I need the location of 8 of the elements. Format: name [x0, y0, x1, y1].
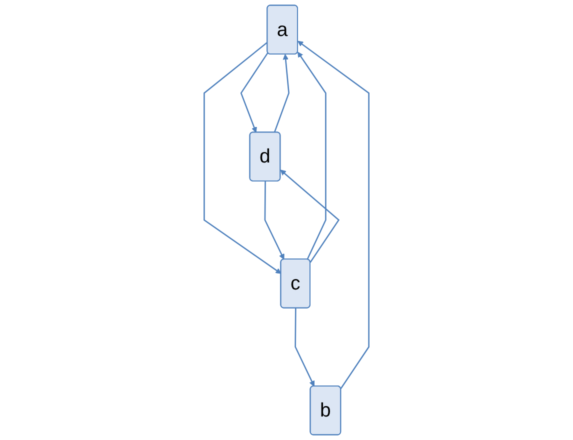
arrow: [274, 54, 290, 133]
arrow: [294, 308, 315, 387]
arrow: [264, 181, 284, 260]
arrow: [280, 170, 340, 263]
arrow: [240, 52, 268, 133]
arrow: [204, 42, 282, 274]
arrow: [297, 52, 326, 260]
arrow: [298, 40, 370, 390]
